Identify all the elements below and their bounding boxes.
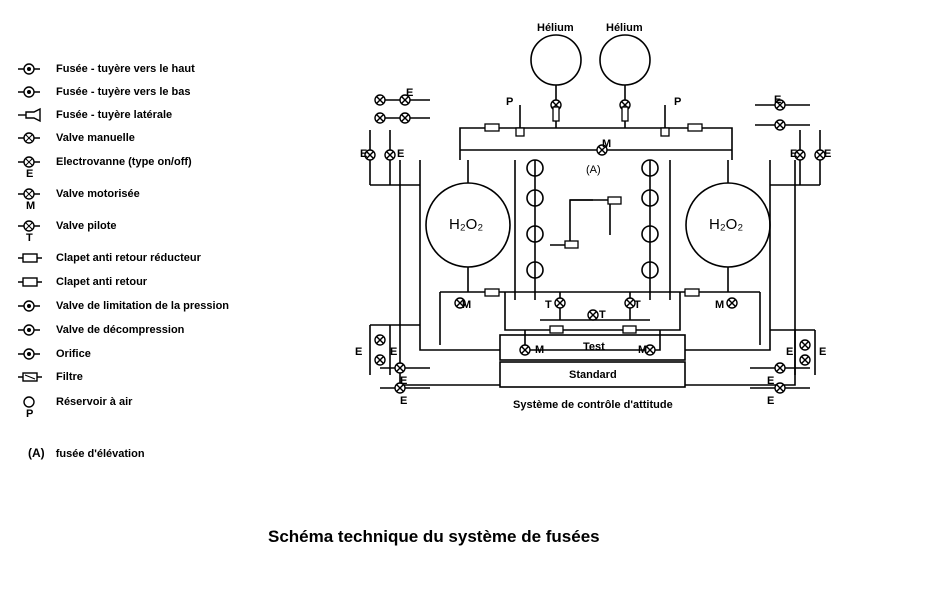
valve-icon bbox=[596, 144, 608, 156]
rocket-system-diagram: Hélium Hélium H₂O₂ H₂O₂ (A) Test Standar… bbox=[355, 22, 831, 411]
electrovanne-letter-6: E bbox=[824, 148, 831, 160]
electrovanne-letter-3: E bbox=[397, 148, 404, 160]
valve-icon bbox=[394, 362, 406, 374]
limitation-pression-icon bbox=[18, 300, 40, 312]
clapet-reducteur-icon bbox=[18, 253, 42, 263]
h2o2-label-right: H₂O₂ bbox=[709, 216, 743, 233]
fusee-laterale-icon bbox=[18, 107, 41, 123]
legend-label: Valve manuelle bbox=[56, 132, 135, 144]
legend-label: Fusée - tuyère vers le haut bbox=[56, 63, 195, 75]
pilot-letter-right: T bbox=[634, 299, 641, 311]
valve-icon bbox=[799, 354, 811, 366]
helium-label-right: Hélium bbox=[606, 22, 643, 34]
system-label: Système de contrôle d'attitude bbox=[513, 399, 673, 411]
valve-icon bbox=[726, 297, 738, 309]
electrovanne-letter-4: E bbox=[774, 94, 781, 106]
reservoir-letter-right: P bbox=[674, 96, 681, 108]
caption: Schéma technique du système de fusées bbox=[268, 527, 600, 546]
valve-icon bbox=[374, 334, 386, 346]
valve-icon bbox=[374, 354, 386, 366]
electrovanne-letter-2: E bbox=[360, 148, 367, 160]
valve-icon bbox=[374, 94, 386, 106]
valve-icon bbox=[799, 339, 811, 351]
legend-label: Electrovanne (type on/off) bbox=[56, 156, 192, 168]
h2o2-label-left: H₂O₂ bbox=[449, 216, 483, 233]
electrovanne-letter-8: E bbox=[390, 346, 397, 358]
valve-icon bbox=[774, 119, 786, 131]
legend-label: Clapet anti retour réducteur bbox=[56, 252, 201, 264]
filtre-icon bbox=[18, 372, 42, 382]
clapet-icon bbox=[18, 277, 42, 287]
pilot-letter-left: T bbox=[545, 299, 552, 311]
legend-label: Clapet anti retour bbox=[56, 276, 148, 288]
helium-sphere-left bbox=[530, 34, 582, 86]
valve-icon bbox=[394, 382, 406, 394]
electrovanne-letter-7: E bbox=[355, 346, 362, 358]
valve-icon bbox=[814, 149, 826, 161]
valve-icon bbox=[644, 344, 656, 356]
electrovanne-letter-5: E bbox=[790, 148, 797, 160]
helium-label-left: Hélium bbox=[537, 22, 574, 34]
legend-letter: P bbox=[26, 408, 34, 420]
standard-label: Standard bbox=[569, 369, 617, 381]
legend-label: Fusée - tuyère latérale bbox=[56, 109, 173, 121]
legend-letter: M bbox=[26, 200, 36, 212]
pilot-letter-center: T bbox=[599, 309, 606, 321]
electrovanne-letter-10: E bbox=[400, 395, 407, 407]
legend-label: Fusée - tuyère vers le bas bbox=[56, 86, 191, 98]
test-label: Test bbox=[583, 341, 605, 353]
valve-icon bbox=[364, 149, 376, 161]
legend-label: Valve de décompression bbox=[56, 324, 185, 336]
elevation-tag: (A) bbox=[586, 164, 601, 176]
note-text: fusée d'élévation bbox=[55, 448, 145, 460]
fusee-bas-icon bbox=[18, 86, 40, 98]
valve-icon bbox=[794, 149, 806, 161]
helium-sphere-right bbox=[599, 34, 651, 86]
legend-letter: E bbox=[26, 168, 34, 180]
motor-letter-test-right: M bbox=[638, 344, 647, 356]
reservoir-air-icon bbox=[23, 396, 35, 408]
elevation-note: (A) fusée d'élévation bbox=[28, 446, 145, 460]
valve-icon bbox=[554, 297, 566, 309]
legend-label: Orifice bbox=[56, 348, 91, 360]
electrovanne-letter-1: E bbox=[406, 87, 413, 99]
valve-icon bbox=[519, 344, 531, 356]
legend-label: Filtre bbox=[56, 371, 83, 383]
orifice-icon bbox=[18, 348, 40, 360]
valve-icon bbox=[774, 382, 786, 394]
valve-pilote-icon bbox=[18, 220, 40, 232]
valve-icon bbox=[624, 297, 636, 309]
valve-motorisee-icon bbox=[18, 188, 40, 200]
electrovanne-letter-13: E bbox=[767, 375, 774, 387]
electrovanne-letter-9: E bbox=[400, 375, 407, 387]
valve-icon bbox=[399, 112, 411, 124]
motor-letter-top: M bbox=[602, 138, 611, 150]
electrovanne-letter-12: E bbox=[819, 346, 826, 358]
electrovanne-letter-14: E bbox=[767, 395, 774, 407]
legend-label: Réservoir à air bbox=[56, 396, 133, 408]
valve-icon bbox=[774, 362, 786, 374]
valve-icon bbox=[774, 99, 786, 111]
reservoir-letter-left: P bbox=[506, 96, 513, 108]
electrovanne-icon bbox=[18, 156, 40, 168]
motor-letter-test-left: M bbox=[535, 344, 544, 356]
electrovanne-letter-11: E bbox=[786, 346, 793, 358]
motor-letter-left: M bbox=[462, 299, 471, 311]
fusee-haut-icon bbox=[18, 63, 40, 75]
decompression-icon bbox=[18, 324, 40, 336]
valve-icon bbox=[399, 94, 411, 106]
valve-manuelle-icon bbox=[18, 132, 40, 144]
legend-letter: T bbox=[26, 232, 33, 244]
valve-icon bbox=[384, 149, 396, 161]
motor-letter-right: M bbox=[715, 299, 724, 311]
valve-icon bbox=[454, 297, 466, 309]
legend-label: Valve de limitation de la pression bbox=[56, 300, 230, 312]
valve-icon bbox=[374, 112, 386, 124]
note-tag: (A) bbox=[28, 446, 45, 460]
legend-label: Valve motorisée bbox=[56, 188, 140, 200]
valve-icon bbox=[587, 309, 599, 321]
legend-label: Valve pilote bbox=[56, 220, 117, 232]
